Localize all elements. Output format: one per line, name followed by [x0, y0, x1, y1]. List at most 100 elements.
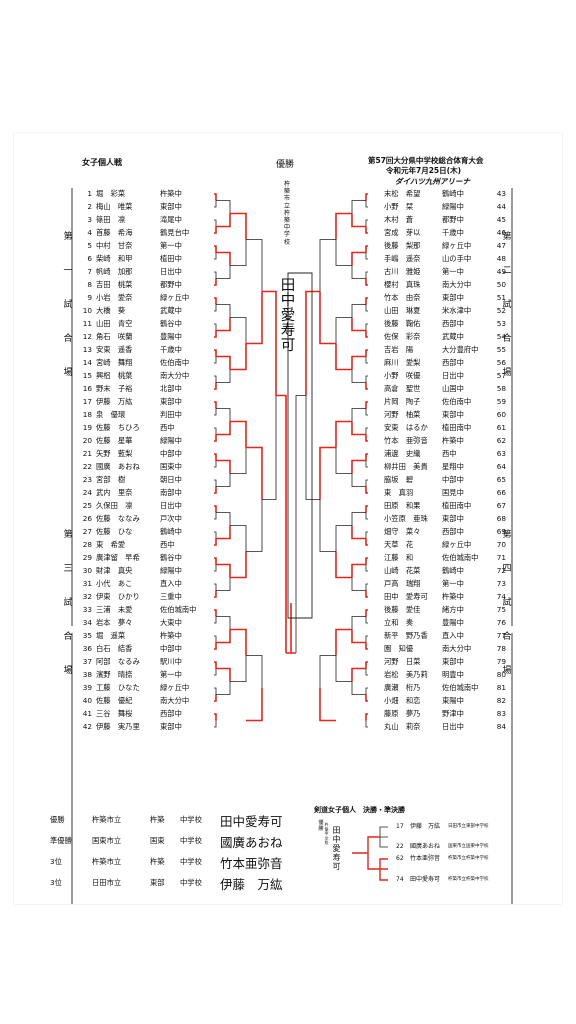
bracket-win-line: [319, 688, 336, 722]
bracket-line: [351, 473, 366, 487]
player-school: 大東中: [160, 618, 182, 627]
player-number: 31: [82, 579, 92, 588]
bracket-win-line: [365, 382, 368, 390]
player-number: 69: [496, 527, 506, 536]
bracket-line: [365, 304, 368, 312]
player-name: 山田 琳夏: [384, 306, 421, 315]
player-school: 日出中: [160, 501, 182, 510]
bracket-line: [214, 668, 217, 676]
bracket-win-line: [230, 212, 247, 240]
player-name: 竹本 由奈: [384, 293, 421, 302]
bracket-win-line: [214, 713, 217, 721]
medal-name: 伊藤 万紘: [220, 877, 283, 892]
bracket-line: [365, 323, 368, 331]
bracket-line: [214, 219, 217, 227]
bracket-win-line: [214, 382, 217, 390]
bracket-win-line: [230, 628, 247, 656]
bracket-line: [351, 265, 366, 279]
player-school: 米水津中: [442, 306, 472, 315]
player-name: 丸山 莉奈: [384, 722, 421, 731]
medal-row: 準優勝国東市立国東中学校國廣あおね: [50, 830, 300, 851]
player-number: 83: [496, 709, 506, 718]
player-name: 河野 柚菜: [384, 410, 421, 419]
bracket-win-line: [216, 667, 231, 682]
medal-name: 田中愛寿可: [220, 814, 283, 829]
player-number: 29: [82, 553, 92, 562]
center-champion-name: 田中愛寿可: [280, 278, 296, 354]
bracket-line: [214, 427, 217, 435]
player-name: 首藤 希海: [96, 228, 133, 237]
bracket-win-line: [230, 551, 247, 579]
player-name: 伊藤 実乃里: [96, 722, 140, 731]
player-school: 第一中: [160, 670, 182, 679]
bracket-win-line: [246, 291, 263, 345]
player-school: 山の手中: [442, 254, 472, 263]
player-school: 植田南中: [442, 501, 472, 510]
player-school: 西部中: [442, 319, 464, 328]
bracket-win-line: [335, 343, 352, 371]
event-venue: ダイハツ九州アリーナ: [395, 177, 470, 186]
player-school: 武蔵中: [442, 332, 464, 341]
bracket-win-line: [365, 453, 368, 461]
bracket-line: [214, 356, 217, 364]
bracket-win-line: [214, 453, 217, 461]
player-name: 伊東 ひかり: [96, 592, 140, 601]
player-number: 38: [82, 670, 92, 679]
player-number: 52: [496, 306, 506, 315]
player-school: 南部中: [160, 488, 182, 497]
bracket-line: [335, 525, 352, 552]
finals-winner-label: 優勝: [318, 820, 324, 833]
bracket-title: 女子個人戦: [82, 158, 122, 167]
player-school: 星翔中: [442, 462, 464, 471]
player-name: 財津 真央: [96, 566, 133, 575]
bracket-win-line: [214, 609, 217, 617]
bracket-line: [214, 687, 217, 695]
player-name: 角石 咲蘭: [96, 332, 133, 341]
finals-entry-number: 62: [396, 855, 404, 862]
player-school: 西部中: [442, 527, 464, 536]
player-number: 64: [496, 462, 506, 471]
player-name: 山田 青空: [96, 319, 133, 328]
medal-school: 杵築: [150, 857, 165, 866]
medal-suffix: 中学校: [180, 815, 202, 824]
player-name: 廣瀬 桁乃: [384, 683, 421, 692]
bracket-line: [262, 395, 277, 500]
player-name: 堀 彩菜: [96, 189, 126, 198]
player-name: 東 希愛: [96, 540, 126, 549]
player-number: 4: [87, 228, 92, 237]
bracket-win-line: [214, 557, 217, 565]
player-school: 東部中: [160, 202, 182, 211]
medal-rank: 3位: [50, 878, 62, 887]
player-name: 新平 野乃香: [384, 631, 428, 640]
bracket-win-line: [365, 661, 368, 669]
player-number: 63: [496, 449, 506, 458]
bracket-line: [214, 531, 217, 539]
player-name: 脇坂 碧: [384, 475, 414, 484]
player-number: 14: [82, 358, 92, 367]
finals-entry-number: 74: [396, 876, 404, 883]
medal-suffix: 中学校: [180, 836, 202, 845]
player-number: 28: [82, 540, 92, 549]
bracket-line: [365, 427, 368, 435]
player-name: 古川 雅姫: [384, 267, 421, 276]
player-school: 鶴見台中: [160, 228, 190, 237]
player-number: 19: [82, 423, 92, 432]
bracket-win-line: [214, 349, 217, 357]
